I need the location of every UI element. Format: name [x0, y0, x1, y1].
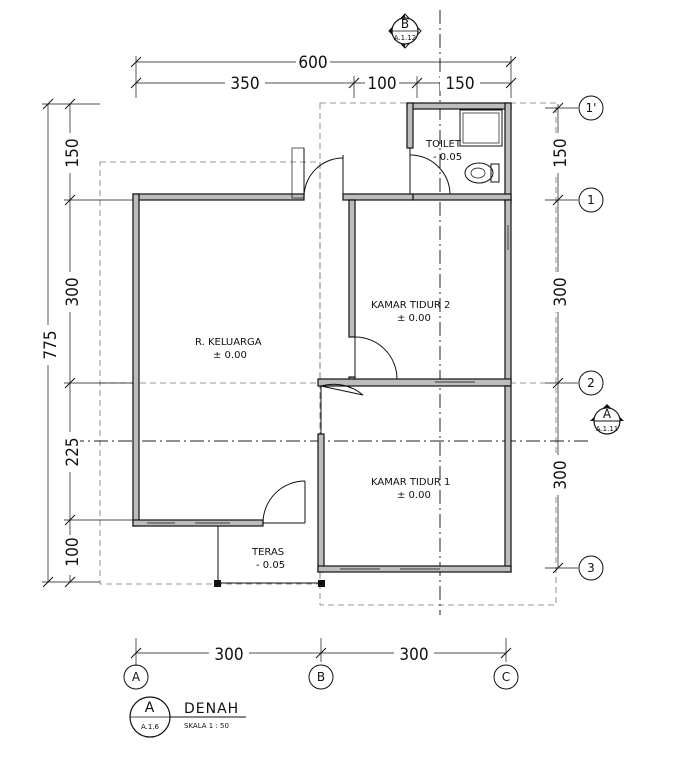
- grid-row-label-1prime: 1': [586, 101, 597, 115]
- dim-right-seg-3: 300: [551, 460, 571, 489]
- room-name-kamar1: KAMAR TIDUR 1: [371, 477, 450, 488]
- title-block: A A.1.6 DENAH SKALA 1 : 50: [129, 696, 246, 738]
- room-level-toilet: - 0.05: [433, 152, 462, 163]
- dim-top-seg-3: 150: [445, 74, 474, 94]
- dim-left-seg-1: 150: [63, 138, 83, 167]
- section-b-letter: B: [401, 17, 409, 31]
- dim-left-seg-4: 100: [63, 537, 83, 566]
- grid-col-label-c: C: [502, 670, 510, 684]
- room-name-teras: TERAS: [251, 547, 284, 558]
- walls: [132, 102, 512, 587]
- dimensions-right: 150 300 300: [548, 102, 571, 574]
- section-a-letter: A: [603, 407, 612, 421]
- grid-row-label-1: 1: [587, 193, 595, 207]
- room-level-teras: - 0.05: [256, 560, 285, 571]
- toilet-fixtures: [459, 109, 503, 184]
- grid-row-label-2: 2: [587, 376, 595, 390]
- grid-row-label-3: 3: [587, 561, 595, 575]
- section-marker-a: A A.1.11: [590, 404, 624, 435]
- room-level-kamar1: ± 0.00: [397, 490, 431, 501]
- dimensions-bottom: 300 300: [130, 638, 512, 665]
- doors: [217, 147, 451, 584]
- room-name-kamar2: KAMAR TIDUR 2: [371, 300, 450, 311]
- dim-left-seg-2: 300: [63, 277, 83, 306]
- dimensions-left: 775 150 300 225 100: [38, 98, 133, 588]
- room-level-keluarga: ± 0.00: [213, 350, 247, 361]
- roof-outline: [99, 102, 557, 606]
- room-name-keluarga: R. KELUARGA: [195, 337, 262, 348]
- dim-bottom-seg-2: 300: [399, 645, 428, 665]
- dim-bottom-seg-1: 300: [214, 645, 243, 665]
- grid-bubbles-cols: A B C: [123, 662, 519, 690]
- title-block-ref: A.1.6: [141, 723, 160, 731]
- dimensions-top: 600 350 100 150: [130, 52, 517, 98]
- room-level-kamar2: ± 0.00: [397, 313, 431, 324]
- dim-right-seg-1: 150: [551, 138, 571, 167]
- title-block-scale: SKALA 1 : 50: [184, 722, 229, 730]
- dim-left-seg-3: 225: [63, 437, 83, 466]
- dim-right-seg-2: 300: [551, 277, 571, 306]
- section-marker-b: B A.1.12: [388, 13, 422, 49]
- dim-top-seg-2: 100: [367, 74, 396, 94]
- grid-col-label-a: A: [132, 670, 141, 684]
- dim-left-total: 775: [41, 330, 61, 359]
- room-labels: TOILET - 0.05 KAMAR TIDUR 2 ± 0.00 R. KE…: [195, 139, 462, 571]
- room-name-toilet: TOILET: [425, 139, 462, 150]
- dim-top-seg-1: 350: [230, 74, 259, 94]
- section-a-ref: A.1.11: [596, 425, 618, 433]
- title-block-letter: A: [145, 700, 156, 716]
- title-block-title: DENAH: [184, 701, 239, 717]
- grid-col-label-b: B: [317, 670, 325, 684]
- section-b-ref: A.1.12: [394, 34, 416, 42]
- dim-top-total: 600: [298, 53, 327, 73]
- grid-bubbles-rows: 1' 1 2 3: [578, 95, 604, 581]
